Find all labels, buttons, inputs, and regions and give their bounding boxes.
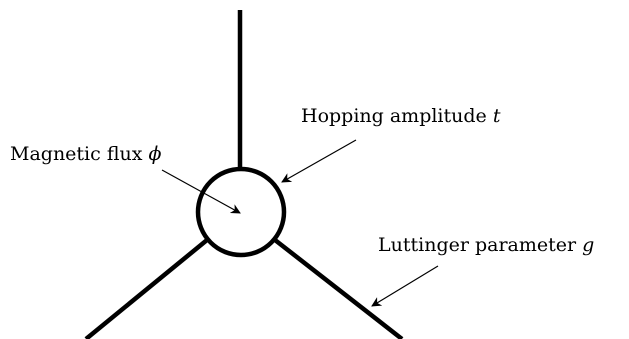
luttinger-symbol: g (582, 234, 594, 256)
luttinger-label: Luttinger parameter g (378, 234, 594, 256)
hopping-symbol: t (493, 105, 501, 127)
hopping-label: Hopping amplitude t (301, 105, 501, 127)
hopping-label-text: Hopping amplitude (301, 105, 493, 127)
hopping-arrow (281, 139, 357, 183)
left-wire (84, 238, 209, 339)
luttinger-arrow (371, 265, 439, 307)
ring (195, 166, 287, 258)
flux-symbol: ϕ (148, 143, 161, 165)
flux-arrow (161, 169, 241, 214)
luttinger-label-text: Luttinger parameter (378, 234, 582, 256)
flux-label: Magnetic flux ϕ (10, 143, 161, 165)
flux-label-text: Magnetic flux (10, 143, 148, 165)
right-wire (273, 238, 404, 339)
